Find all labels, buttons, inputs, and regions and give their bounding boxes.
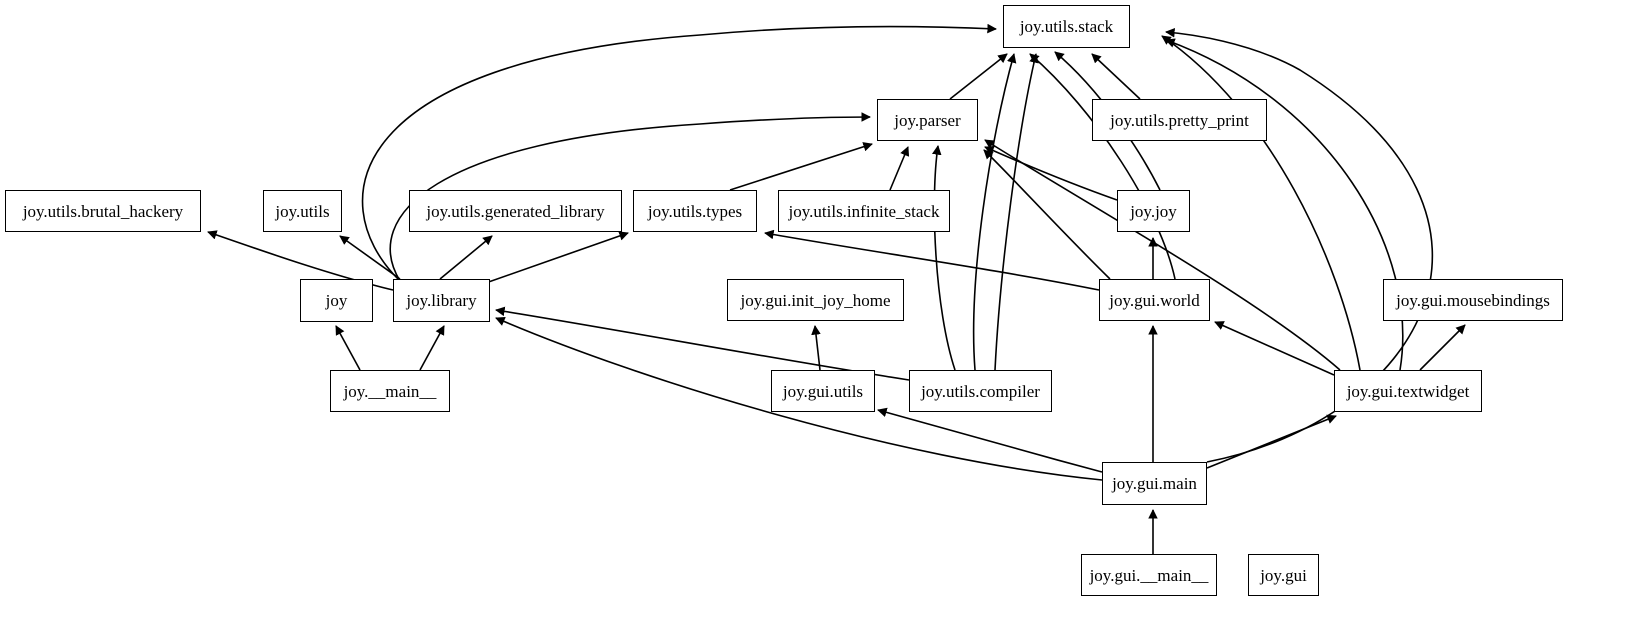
node-joy-gui-init-joy-home[interactable]: joy.gui.init_joy_home	[727, 279, 904, 321]
node-label: joy.utils.types	[647, 201, 743, 221]
edge-types-to-parser	[729, 142, 873, 191]
node-label: joy.utils.compiler	[921, 381, 1040, 401]
node-joy-utils-generated-library[interactable]: joy.utils.generated_library	[409, 190, 622, 232]
edge-guiutils-to-initjoyhome	[811, 325, 821, 371]
edge-joymain-to-joy	[335, 325, 361, 371]
node-joy-parser[interactable]: joy.parser	[877, 99, 978, 141]
node-joy-utils-compiler[interactable]: joy.utils.compiler	[909, 370, 1052, 412]
edge-textwidget-to-world	[1214, 321, 1335, 376]
edge-library-to-types	[479, 231, 629, 286]
node-joy-gui-main[interactable]: joy.gui.main	[1102, 462, 1207, 505]
edge-compiler-to-stack-2	[994, 53, 1039, 371]
node-joy-utils-types[interactable]: joy.utils.types	[633, 190, 757, 232]
node-label: joy.gui	[1260, 565, 1307, 585]
node-label: joy.utils.stack	[1019, 17, 1114, 36]
node-label: joy.gui.mousebindings	[1396, 290, 1550, 310]
node-joy-utils-infinite-stack[interactable]: joy.utils.infinite_stack	[778, 190, 950, 232]
edge-world-to-stack	[1029, 53, 1176, 280]
edge-prettyprint-to-stack	[1091, 53, 1141, 100]
node-joy-utils-stack[interactable]: joy.utils.stack	[1003, 5, 1130, 48]
node-joy-gui-textwidget[interactable]: joy.gui.textwidget	[1334, 370, 1482, 412]
node-joy-utils-brutal-hackery[interactable]: joy.utils.brutal_hackery	[5, 190, 201, 232]
node-label: joy.utils.infinite_stack	[788, 201, 940, 221]
node-label: joy.gui.__main__	[1089, 565, 1209, 585]
node-joy-gui[interactable]: joy.gui	[1248, 554, 1319, 596]
edge-compiler-to-stack	[972, 53, 1017, 371]
node-joy-gui-dunder-main[interactable]: joy.gui.__main__	[1081, 554, 1217, 596]
node-label: joy.gui.init_joy_home	[740, 290, 891, 310]
node-joy-gui-utils[interactable]: joy.gui.utils	[771, 370, 875, 412]
node-joy-dunder-main[interactable]: joy.__main__	[330, 370, 450, 412]
edge-library-to-stack	[361, 23, 997, 280]
node-label: joy.gui.world	[1109, 290, 1200, 310]
node-label: joy.joy	[1130, 201, 1177, 221]
edge-joymain-to-library	[419, 325, 445, 371]
edge-textwidget-to-mousebindings	[1419, 324, 1466, 371]
edge-parser-to-stack	[949, 53, 1008, 100]
edge-library-to-utils	[339, 235, 401, 280]
node-joy[interactable]: joy	[300, 279, 373, 322]
node-joy-utils[interactable]: joy.utils	[263, 190, 342, 232]
node-label: joy.gui.utils	[782, 381, 864, 401]
edge-guimain-to-guiutils	[877, 407, 1103, 473]
edge-infinitestack-to-parser	[889, 146, 910, 191]
node-joy-utils-pretty-print[interactable]: joy.utils.pretty_print	[1092, 99, 1267, 141]
node-joy-library[interactable]: joy.library	[393, 279, 490, 322]
node-label: joy.utils.brutal_hackery	[22, 201, 184, 221]
edge-guimain-to-textwidget	[1206, 414, 1337, 469]
node-joy-gui-mousebindings[interactable]: joy.gui.mousebindings	[1383, 279, 1563, 321]
node-label: joy.gui.main	[1112, 474, 1197, 493]
node-label: joy.library	[406, 291, 477, 310]
node-joy-gui-world[interactable]: joy.gui.world	[1099, 279, 1210, 321]
node-label: joy.parser	[894, 110, 961, 130]
edge-compiler-to-parser	[931, 145, 956, 371]
node-label: joy.gui.textwidget	[1346, 381, 1470, 401]
node-label: joy.__main__	[343, 381, 437, 401]
node-joy-joy[interactable]: joy.joy	[1117, 190, 1190, 232]
edge-library-to-generatedlibrary	[439, 235, 493, 280]
node-label: joy	[325, 291, 348, 310]
node-label: joy.utils.generated_library	[426, 201, 605, 221]
edge-joyjoy-to-parser	[984, 146, 1118, 201]
node-label: joy.utils.pretty_print	[1110, 110, 1249, 130]
edge-world-to-parser	[983, 149, 1111, 280]
node-label: joy.utils	[275, 201, 330, 221]
edge-textwidget-to-parser	[984, 139, 1341, 371]
